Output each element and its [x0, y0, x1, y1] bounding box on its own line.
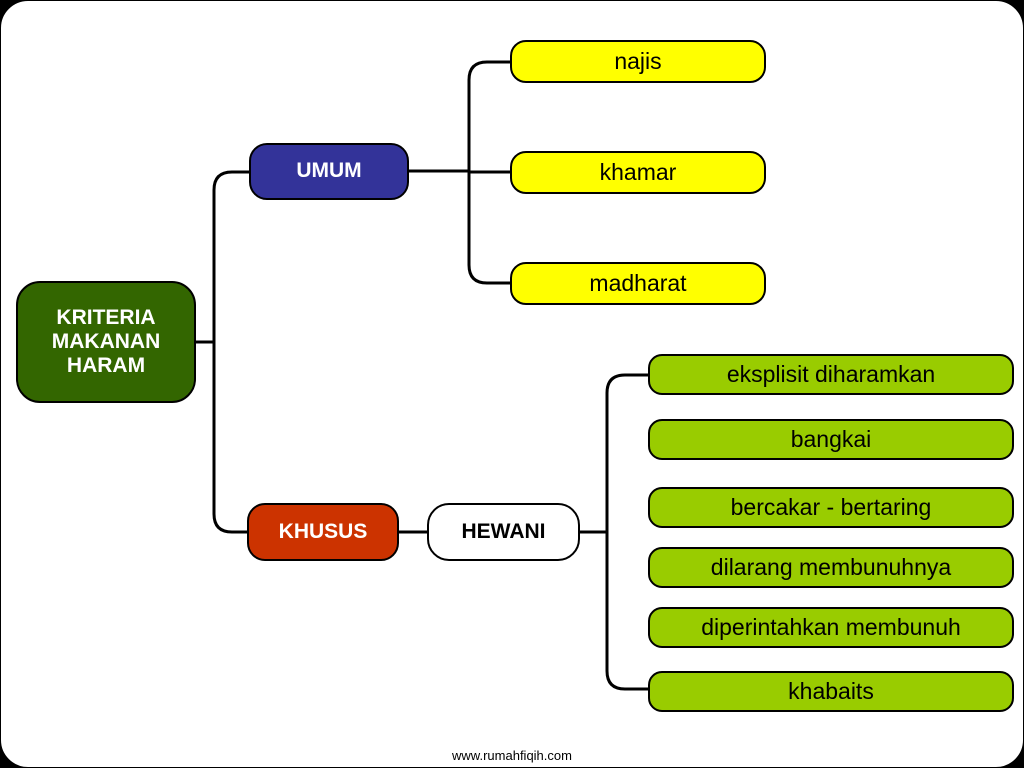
node-umum-label: UMUM: [296, 159, 362, 183]
node-bercakar-bertaring-label: bercakar - bertaring: [730, 494, 932, 521]
node-diperintahkan-membunuh: diperintahkan membunuh: [648, 607, 1014, 648]
node-khamar: khamar: [510, 151, 766, 194]
root-label-line1: KRITERIA: [56, 305, 156, 329]
node-bangkai-label: bangkai: [790, 426, 872, 453]
connector-root-umum: [196, 170, 249, 344]
connector-root-khusus: [212, 342, 247, 534]
footer-url: www.rumahfiqih.com: [452, 748, 572, 763]
node-madharat-label: madharat: [589, 270, 687, 297]
node-hewani: HEWANI: [427, 503, 580, 561]
node-hewani-label: HEWANI: [461, 519, 546, 543]
node-khusus-label: KHUSUS: [278, 519, 368, 543]
node-bercakar-bertaring: bercakar - bertaring: [648, 487, 1014, 528]
node-khabaits: khabaits: [648, 671, 1014, 712]
node-umum: UMUM: [249, 143, 409, 200]
root-label-line3: HARAM: [66, 354, 146, 378]
node-madharat: madharat: [510, 262, 766, 305]
node-khusus: KHUSUS: [247, 503, 399, 561]
node-diperintahkan-membunuh-label: diperintahkan membunuh: [701, 614, 961, 641]
connector-umum-madharat: [467, 171, 510, 285]
node-najis: najis: [510, 40, 766, 83]
node-dilarang-membunuhnya: dilarang membunuhnya: [648, 547, 1014, 588]
node-bangkai: bangkai: [648, 419, 1014, 460]
node-najis-label: najis: [614, 48, 662, 75]
node-khabaits-label: khabaits: [788, 678, 874, 705]
node-dilarang-membunuhnya-label: dilarang membunuhnya: [710, 554, 952, 581]
connector-hewani-bottom: [605, 532, 648, 691]
node-eksplisit-diharamkan-label: eksplisit diharamkan: [726, 361, 936, 388]
connector-hewani-top: [605, 373, 648, 532]
root-label-line2: MAKANAN: [51, 329, 161, 353]
connector-umum-najis: [467, 60, 510, 171]
node-eksplisit-diharamkan: eksplisit diharamkan: [648, 354, 1014, 395]
root-node-kriteria-makanan-haram: KRITERIA MAKANAN HARAM: [16, 281, 196, 403]
node-khamar-label: khamar: [599, 159, 677, 186]
